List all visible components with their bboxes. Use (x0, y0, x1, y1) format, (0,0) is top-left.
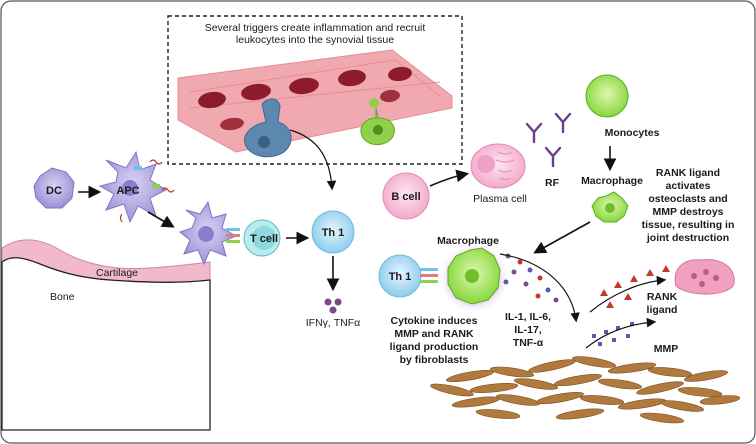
plasma-cell (470, 143, 526, 189)
monocyte (585, 74, 629, 118)
rank-activates-line4: MMP destroys (653, 206, 724, 218)
cartilage-bone-illustration (1, 239, 211, 431)
cytokine-label-line3: ligand production (390, 341, 479, 353)
cytokine-label-line2: MMP and RANK (394, 328, 474, 340)
rank-activates-line2: activates (666, 180, 711, 192)
rank-activates-line3: osteoclasts and (648, 193, 727, 205)
ifn-tnf-label: IFNγ, TNFα (306, 317, 360, 329)
rank-activates-line6: joint destruction (646, 232, 729, 244)
apc-label: APC (116, 185, 139, 197)
arrow-mmp (585, 317, 657, 349)
t-cell (243, 219, 281, 257)
il-label-line2: IL-17, (514, 324, 542, 336)
il-label-line3: TNF-α (513, 337, 544, 349)
rank-activates-line1: RANK ligand (656, 167, 720, 179)
bone-label: Bone (50, 291, 75, 303)
rank-ligand-label-line2: ligand (647, 304, 678, 316)
osteoclast (674, 259, 735, 295)
rf-label: RF (545, 177, 560, 189)
cytokine-label-line4: by fibroblasts (400, 354, 469, 366)
tcell-label: T cell (250, 233, 278, 245)
cytokine-dots (503, 253, 559, 303)
il-label-line1: IL-1, IL-6, (505, 311, 551, 323)
bcell-label: B cell (391, 191, 420, 203)
mmp-label: MMP (654, 343, 679, 355)
rank-activates-line5: tissue, resulting in (642, 219, 735, 231)
transmigrating-leukocyte-green (360, 98, 395, 145)
th1-top-label: Th 1 (322, 227, 345, 239)
arrow-bcell-to-plasma (429, 169, 470, 187)
dc-label: DC (46, 185, 62, 197)
th1-bottom-label: Th 1 (389, 271, 412, 283)
trigger-box-title-line2: leukocytes into the synovial tissue (236, 34, 394, 46)
plasma-cell-label: Plasma cell (473, 193, 527, 205)
cytokine-label-line1: Cytokine induces (391, 315, 478, 327)
arrow-apc-to-tcell (147, 211, 175, 228)
cartilage-label: Cartilage (96, 267, 138, 279)
trigger-box (167, 15, 463, 165)
arrow-rank-to-osteoclast (589, 275, 667, 313)
macrophage-center (438, 242, 510, 314)
th1-cell-top (311, 210, 355, 254)
rank-ligand-triangles (600, 265, 670, 308)
apc-tcell-synapse (178, 200, 240, 266)
arrow-macrophage-to-center (533, 221, 591, 254)
synovial-tissue-illustration (177, 49, 453, 153)
arrow-macrophage-to-fibroblasts (499, 253, 580, 323)
th1-macrophage-synapse (420, 268, 438, 283)
transmigrating-leukocyte-blue (244, 98, 292, 158)
monocytes-label: Monocytes (605, 127, 660, 139)
rf-antibodies (525, 112, 572, 168)
fibroblast-layer (430, 356, 741, 424)
macrophage-top-label: Macrophage (581, 175, 643, 187)
b-cell (382, 172, 430, 220)
macrophage-top (591, 191, 629, 223)
ifn-tnf-molecules (324, 298, 342, 314)
dendritic-cell (33, 167, 75, 209)
arrow-trigger-to-th1 (289, 129, 337, 191)
mmp-molecules (592, 322, 634, 346)
antigen-presenting-cell (98, 150, 175, 224)
rank-ligand-label-line1: RANK (647, 291, 678, 303)
trigger-box-title-line1: Several triggers create inflammation and… (205, 22, 426, 34)
